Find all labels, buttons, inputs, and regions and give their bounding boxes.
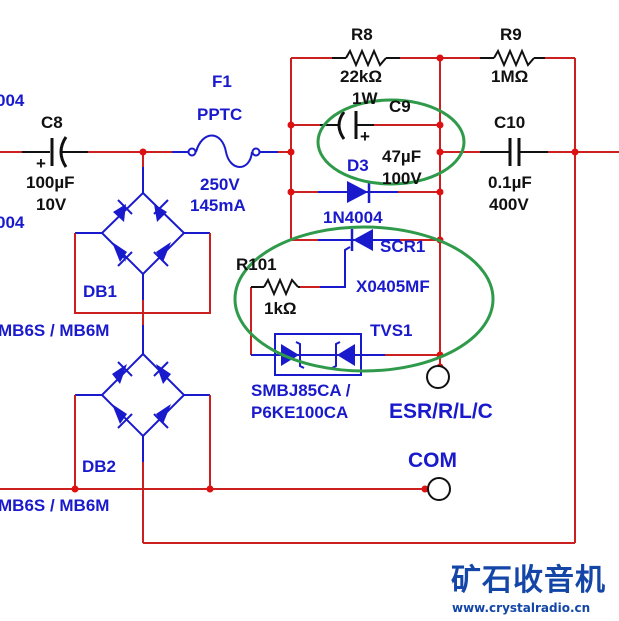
r9-ref: R9: [500, 25, 522, 44]
f1-voltage: 250V: [200, 175, 240, 194]
c10-rating: 400V: [489, 195, 529, 214]
resistor-r9: [480, 48, 545, 68]
highlight-ellipse-c9: [316, 98, 466, 186]
d3-ref: D3: [347, 156, 369, 175]
terminal-esr: [426, 365, 450, 389]
terminal-com-label: COM: [408, 449, 457, 472]
highlight-ellipse-protection: [233, 225, 495, 373]
resistor-r8: [332, 48, 400, 68]
fuse-f1: [187, 134, 261, 168]
db2-part: MB6S / MB6M: [0, 496, 109, 515]
tvs-tvs1: [274, 333, 362, 376]
diode-d3: [347, 181, 371, 203]
c9-rating: 100V: [382, 169, 422, 188]
terminal-com: [427, 477, 451, 501]
db2-ref: DB2: [82, 457, 116, 476]
rc-network-wires: [143, 57, 619, 544]
bridge-db1: [74, 152, 211, 354]
c9-ref: C9: [389, 97, 411, 116]
partial-label-top: 004: [0, 91, 25, 110]
partial-label-bottom: 004: [0, 213, 25, 232]
r8-ref: R8: [351, 25, 373, 44]
db1-part: MB6S / MB6M: [0, 321, 109, 340]
f1-type: PPTC: [197, 105, 242, 124]
capacitor-c9: +: [337, 111, 370, 146]
capacitor-c8: +: [36, 136, 68, 173]
capacitor-c10: [508, 138, 521, 166]
d3-part: 1N4004: [323, 208, 383, 227]
scr-scr1: [350, 229, 373, 251]
bridge-db2: [0, 353, 425, 543]
scr1-part: X0405MF: [356, 277, 430, 296]
tvs1-part-line2: P6KE100CA: [251, 403, 348, 422]
tvs1-ref: TVS1: [370, 321, 413, 340]
r8-value: 22kΩ: [340, 67, 382, 86]
f1-current: 145mA: [190, 196, 246, 215]
db1-ref: DB1: [83, 282, 117, 301]
f1-ref: F1: [212, 72, 232, 91]
c10-value: 0.1µF: [488, 173, 532, 192]
r8-power: 1W: [352, 89, 378, 108]
r9-value: 1MΩ: [491, 67, 528, 86]
r101-value: 1kΩ: [264, 299, 297, 318]
tvs1-part-line1: SMBJ85CA /: [251, 381, 351, 400]
c10-ref: C10: [494, 113, 525, 132]
scr1-ref: SCR1: [380, 237, 425, 256]
resistor-r101: [251, 277, 300, 297]
logo-chinese: 矿石收音机: [451, 563, 606, 598]
c9-value: 47µF: [382, 147, 421, 166]
c9-polarity: +: [360, 127, 370, 146]
logo-url: www.crystalradio.cn: [452, 601, 590, 615]
c8-polarity: +: [36, 154, 46, 173]
c8-rating: 10V: [36, 195, 67, 214]
c8-ref: C8: [41, 113, 63, 132]
r101-ref: R101: [236, 255, 277, 274]
c8-value: 100µF: [26, 173, 75, 192]
terminal-esr-label: ESR/R/L/C: [389, 400, 493, 423]
